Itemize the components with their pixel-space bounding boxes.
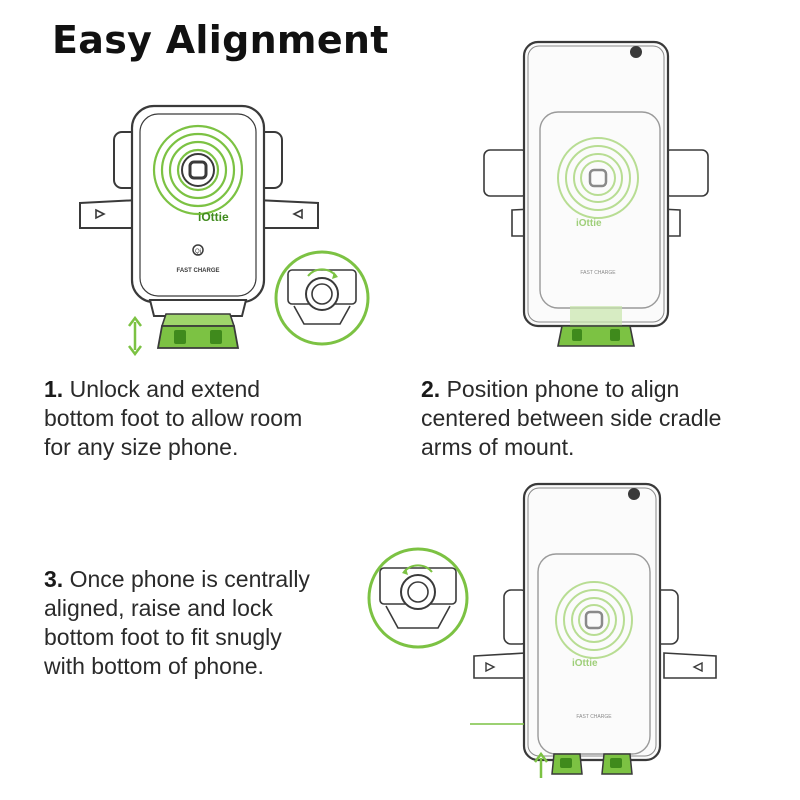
brand-logo-step-3: iOttie xyxy=(572,658,598,669)
step-3-line-2: aligned, raise and lock xyxy=(44,595,273,621)
release-dial-zoom xyxy=(274,250,370,346)
step-1-line-2: bottom foot to allow room xyxy=(44,405,303,431)
fast-charge-label-step-3: FAST CHARGE xyxy=(576,714,612,720)
step-3-line-1: Once phone is centrally xyxy=(69,566,310,592)
qi-label: Qi xyxy=(195,249,201,255)
brand-logo-step-2: iOttie xyxy=(576,218,602,229)
up-arrow-icon xyxy=(534,752,548,778)
page-title: Easy Alignment xyxy=(52,18,389,62)
double-vertical-arrow-icon xyxy=(127,316,143,356)
step-2-text: 2. Position phone to align centered betw… xyxy=(421,375,721,462)
step-2-number: 2. xyxy=(421,376,441,402)
step-3-line-4: with bottom of phone. xyxy=(44,653,264,679)
step-1-line-1: Unlock and extend xyxy=(69,376,261,402)
step-1-line-3: for any size phone. xyxy=(44,434,239,460)
step-2-line-1: Position phone to align xyxy=(446,376,680,402)
phone-illustration-step-2: iOttie FAST CHARGE xyxy=(476,40,716,360)
lock-dial-zoom xyxy=(366,546,470,650)
step-2-line-3: arms of mount. xyxy=(421,434,575,460)
step-1-text: 1. Unlock and extend bottom foot to allo… xyxy=(44,375,302,462)
step-2-line-2: centered between side cradle xyxy=(421,405,722,431)
rotate-dial-icon-step-3 xyxy=(402,568,408,575)
step-1-number: 1. xyxy=(44,376,64,402)
step-3-text: 3. Once phone is centrally aligned, rais… xyxy=(44,565,310,681)
phone-illustration-step-3: iOttie FAST CHARGE xyxy=(470,482,720,782)
mount-illustration-step-1: iOttie Qi FAST CHARGE xyxy=(70,100,370,360)
step-3-line-3: bottom foot to fit snugly xyxy=(44,624,282,650)
step-3-number: 3. xyxy=(44,566,64,592)
brand-logo: iOttie xyxy=(198,210,229,224)
rotate-dial-icon xyxy=(332,272,338,279)
fast-charge-label-step-2: FAST CHARGE xyxy=(580,270,616,276)
fast-charge-label: FAST CHARGE xyxy=(176,268,219,274)
